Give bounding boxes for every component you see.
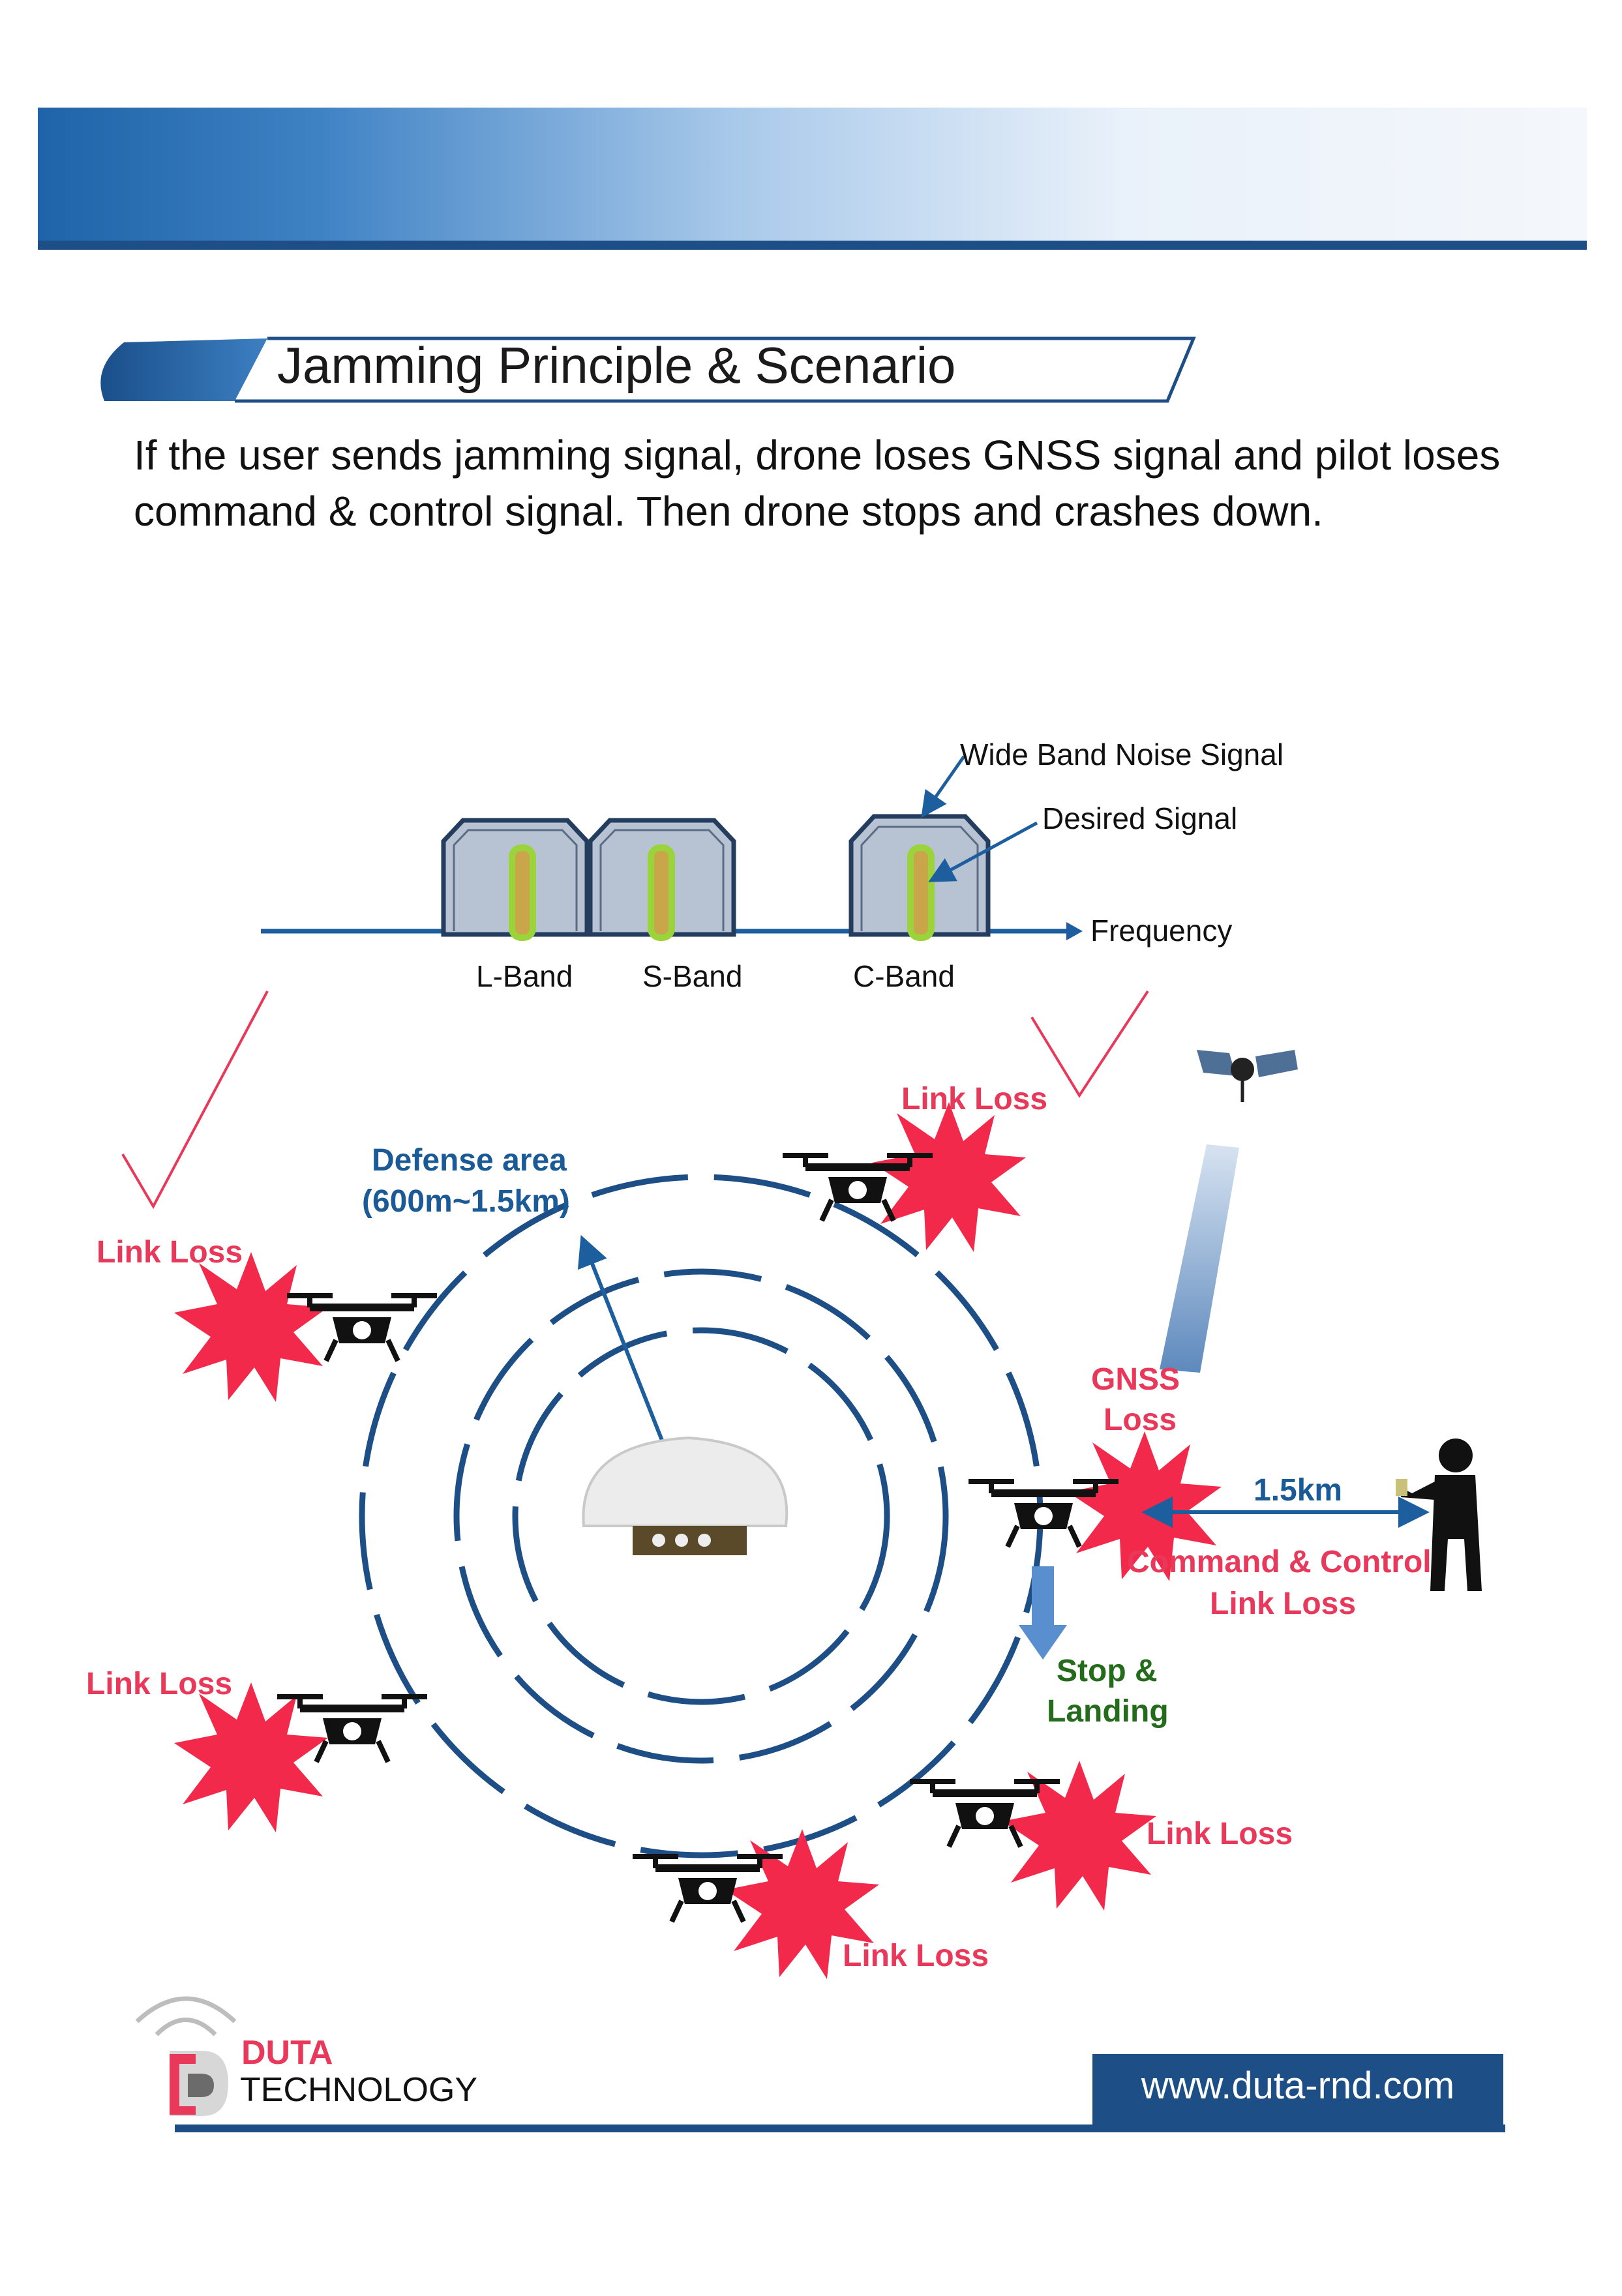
defense-area-title: Defense area [372,1143,567,1178]
link-loss-label-3: Link Loss [86,1667,233,1701]
spectrum-diagram [261,755,1083,941]
gnss-beam [1160,1144,1239,1373]
link-loss-label-2: Link Loss [901,1082,1048,1116]
desired-signal-label: Desired Signal [1042,801,1238,835]
band-l [441,818,590,941]
intro-paragraph: If the user sends jamming signal, drone … [134,432,1501,535]
footer-rule [175,2125,1505,2132]
gnss-loss-line2: Loss [1104,1403,1177,1437]
link-loss-label-1: Link Loss [97,1235,243,1270]
wifi-arc-inner [155,2018,217,2036]
gnss-loss-line1: GNSS [1091,1362,1180,1397]
section-title-bar [100,336,1196,403]
logo-brand-sub: TECHNOLOGY [240,2071,478,2109]
footer-url-box [1092,2054,1503,2125]
banner-rule [38,241,1587,250]
wide-band-pointer [921,755,966,818]
defense-area-range: (600m~1.5km) [362,1184,570,1219]
footer-url[interactable]: www.duta-rnd.com [1141,2065,1455,2107]
top-banner [38,108,1587,250]
distance-label: 1.5km [1254,1473,1343,1508]
wifi-arc-outer [135,1996,237,2023]
satellite-icon [1197,1050,1298,1102]
section-title: Jamming Principle & Scenario [277,336,956,394]
duta-logo [135,1996,237,2116]
stop-label-line2: Landing [1047,1694,1169,1729]
ring-middle [453,1268,949,1764]
band-label-l: L-Band [476,959,573,993]
link-loss-label-4: Link Loss [1147,1817,1293,1851]
burst-top-right [872,1102,1026,1252]
desired-signal-pointer [928,821,1038,882]
cc-loss-line1: Command & Control [1127,1545,1432,1579]
link-loss-label-5: Link Loss [843,1939,989,1973]
band-label-c: C-Band [853,959,955,993]
band-label-s: S-Band [642,959,743,993]
frequency-arrow-icon [1066,922,1083,940]
band-c [849,814,991,941]
stop-label-line1: Stop & [1057,1654,1158,1688]
frequency-label: Frequency [1090,914,1233,947]
jammer-device [582,1436,788,1555]
cc-loss-line2: Link Loss [1210,1587,1357,1621]
ring-inner [512,1327,890,1705]
check-mark-right [1030,990,1149,1098]
burst-left-top [174,1252,328,1402]
logo-brand: DUTA [241,2034,333,2072]
stop-landing-arrow [1019,1566,1067,1660]
band-s [588,818,736,941]
check-mark-left [121,991,269,1210]
operator-icon [1396,1439,1482,1591]
wide-band-label: Wide Band Noise Signal [960,738,1284,771]
